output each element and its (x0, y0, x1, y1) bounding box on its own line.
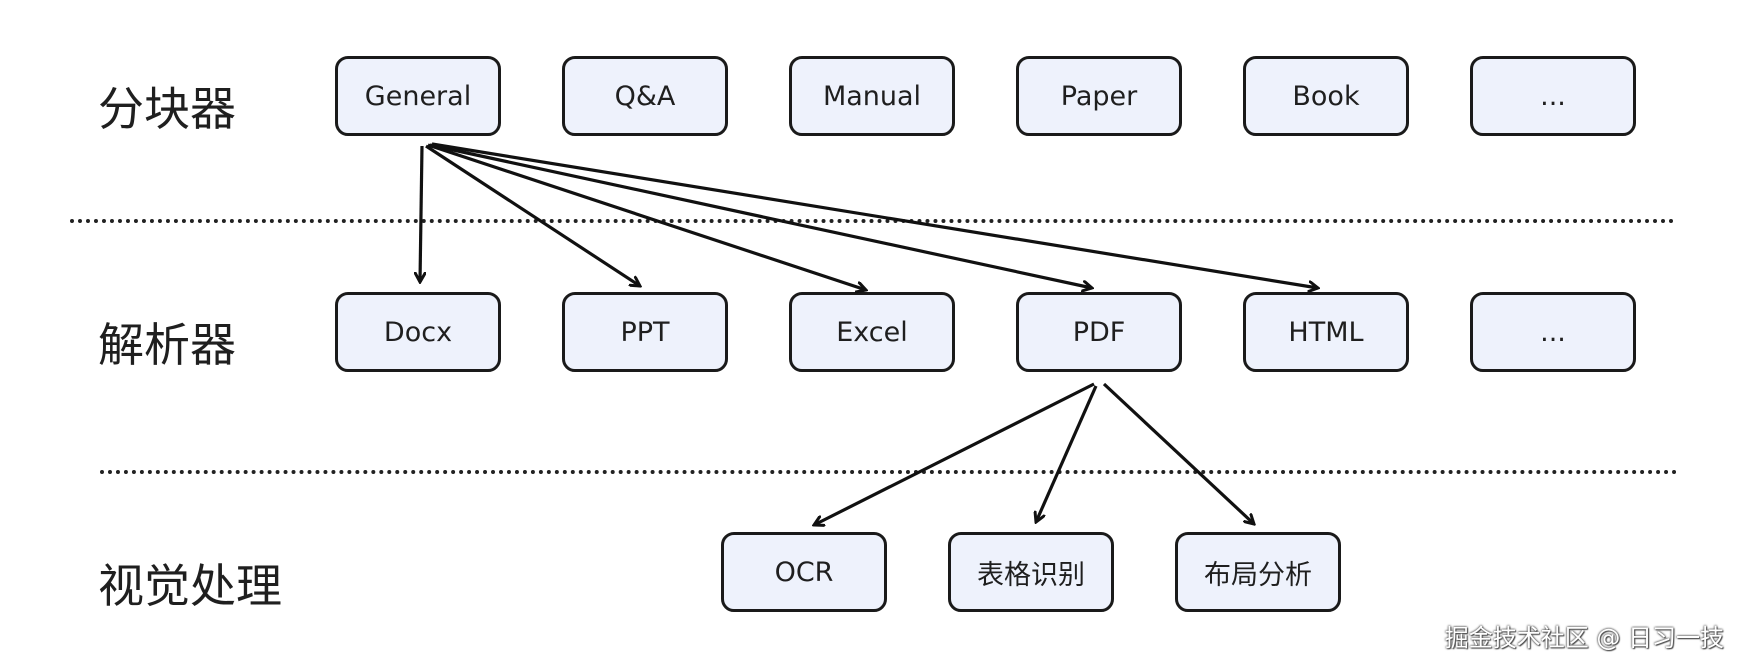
arrow-pdf-to-ocr (814, 382, 1095, 525)
divider-1 (70, 219, 1675, 223)
arrow-general-to-ppt (425, 144, 640, 286)
parser-box-html: HTML (1243, 292, 1409, 372)
parser-box-docx: Docx (335, 292, 501, 372)
chunker-box-general: General (335, 56, 501, 136)
parser-box-excel: Excel (789, 292, 955, 372)
chunker-box-qa: Q&A (562, 56, 728, 136)
arrow-general-to-excel (427, 143, 866, 290)
vision-box-table-recognition: 表格识别 (948, 532, 1114, 612)
vision-box-ocr: OCR (721, 532, 887, 612)
divider-2 (100, 470, 1678, 474)
parser-box-ppt: PPT (562, 292, 728, 372)
chunker-box-paper: Paper (1016, 56, 1182, 136)
row-label-vision: 视觉处理 (98, 559, 282, 613)
watermark: 掘金技术社区 @ 日习一技 (1444, 624, 1724, 652)
arrow-general-to-pdf (429, 143, 1092, 288)
arrow-pdf-to-layout-analysis (1102, 382, 1254, 524)
arrow-pdf-to-table-recognition (1036, 385, 1098, 522)
vision-box-layout-analysis: 布局分析 (1175, 532, 1341, 612)
parser-box-pdf: PDF (1016, 292, 1182, 372)
chunker-box-more: ... (1470, 56, 1636, 136)
arrow-general-to-html (431, 142, 1318, 288)
parser-box-more: ... (1470, 292, 1636, 372)
arrow-general-to-docx (420, 145, 422, 282)
row-label-chunker: 分块器 (98, 82, 236, 136)
chunker-box-book: Book (1243, 56, 1409, 136)
row-label-parser: 解析器 (98, 318, 236, 372)
chunker-box-manual: Manual (789, 56, 955, 136)
